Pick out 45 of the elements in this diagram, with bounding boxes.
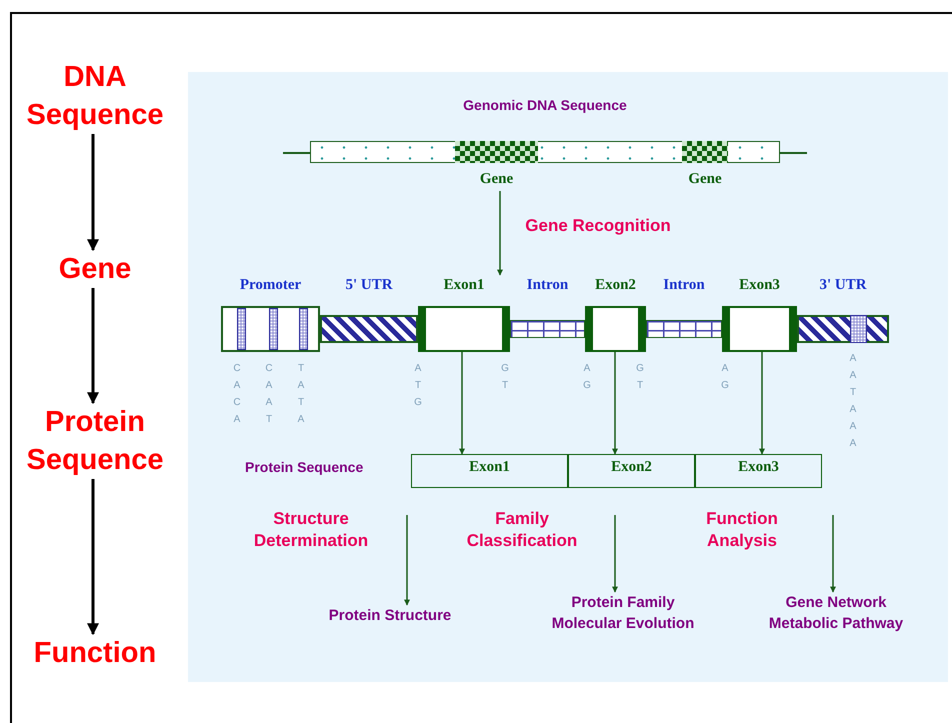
- arrow: [87, 479, 99, 636]
- part-label: Exon3: [738, 277, 781, 295]
- arrow: [497, 191, 503, 276]
- sequence-letters: GT: [635, 362, 645, 393]
- part-label: Promoter: [238, 277, 302, 295]
- output-label: Protein Family Molecular Evolution: [542, 592, 704, 634]
- arrow: [87, 288, 99, 404]
- row-label: Protein Sequence: [245, 459, 364, 477]
- arrow: [612, 352, 618, 455]
- sequence-letters: CAAT: [264, 362, 274, 427]
- sequence-letters: GT: [500, 362, 510, 393]
- stage-label: DNA Sequence: [10, 58, 180, 134]
- sequence-letters: TATA: [296, 362, 306, 427]
- part-label: 3' UTR: [818, 277, 868, 295]
- stage-label: Gene: [30, 250, 160, 288]
- edge-label: Family Classification: [466, 508, 578, 552]
- sequence-heading: Genomic DNA Sequence: [462, 96, 628, 115]
- stage-label: Protein Sequence: [10, 403, 180, 479]
- output-label: Gene Network Metabolic Pathway: [758, 592, 914, 634]
- gene-label: Gene: [687, 171, 723, 189]
- stage-label: Function: [10, 634, 180, 672]
- exon-segment: Exon1: [411, 454, 568, 488]
- part-label: Intron: [526, 277, 570, 295]
- arrow: [459, 352, 465, 455]
- edge-label: Structure Determination: [252, 508, 370, 552]
- sequence-letters: AG: [720, 362, 730, 393]
- arrow: [404, 515, 410, 606]
- sequence-letters: ATG: [413, 362, 423, 410]
- exon-segment: Exon2: [568, 454, 695, 488]
- arrow: [759, 352, 765, 455]
- arrow: [87, 134, 99, 252]
- part-label: Exon2: [594, 277, 637, 295]
- sequence-letters: CACA: [232, 362, 242, 427]
- edge-label: Gene Recognition: [524, 215, 672, 237]
- part-label: Exon1: [442, 277, 486, 295]
- part-label: Intron: [662, 277, 706, 295]
- sequence-letters: AATAAA: [848, 352, 858, 451]
- part-label: 5' UTR: [344, 277, 394, 295]
- sequence-letters: AG: [582, 362, 592, 393]
- exon-segment: Exon3: [695, 454, 822, 488]
- gene-label: Gene: [478, 171, 514, 189]
- arrow: [830, 515, 836, 593]
- output-label: Protein Structure: [315, 605, 465, 625]
- arrow: [612, 515, 618, 593]
- edge-label: Function Analysis: [705, 508, 779, 552]
